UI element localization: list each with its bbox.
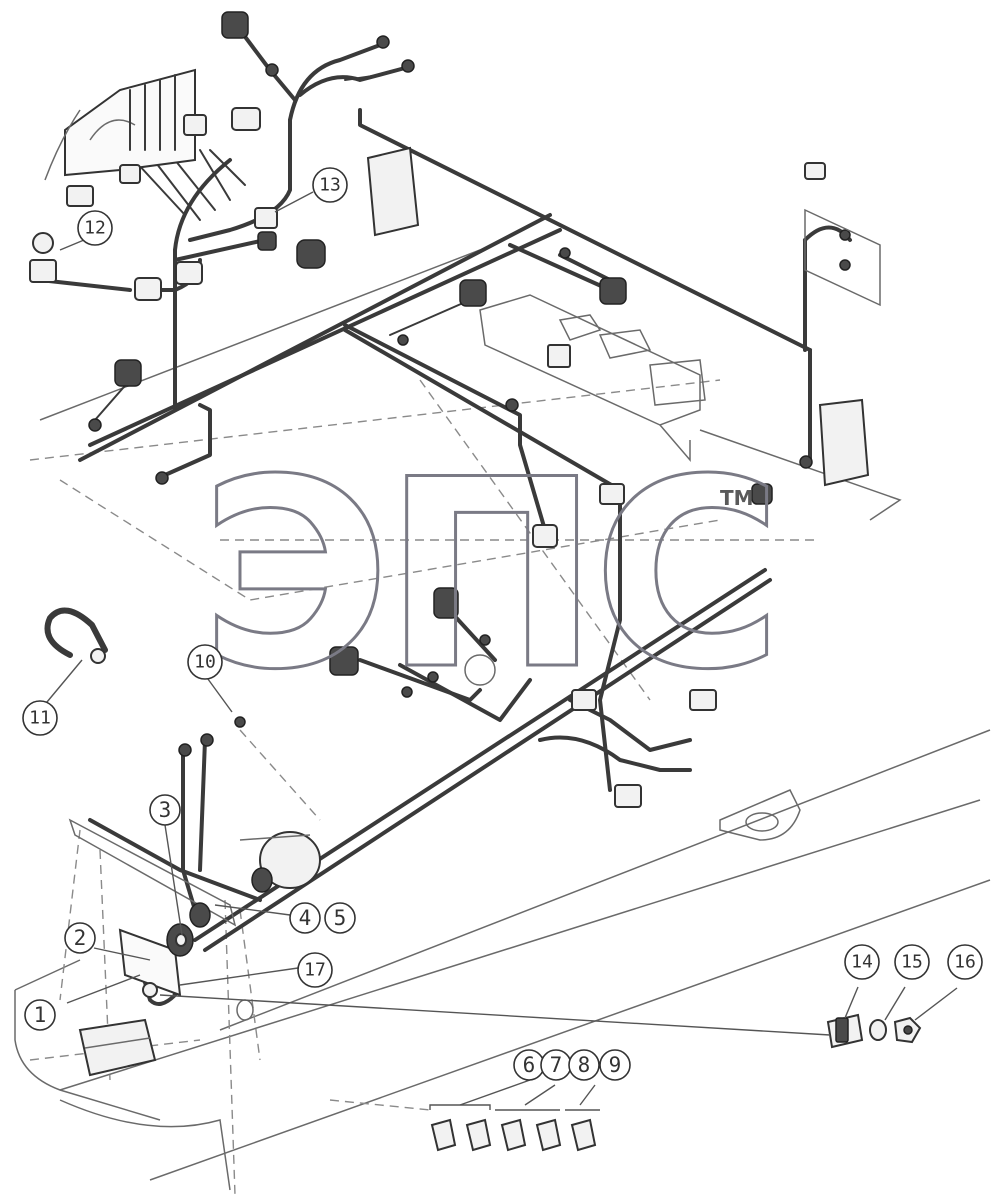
- callout-2-label: 2: [74, 926, 87, 950]
- callout-17: 17: [297, 952, 333, 988]
- callout-9-label: 9: [609, 1053, 622, 1077]
- callout-5-label: 5: [334, 906, 347, 930]
- body-outline: [14, 249, 991, 1191]
- callout-7-label: 7: [550, 1053, 563, 1077]
- watermark-text: ЭПС: [200, 425, 775, 727]
- callout-3: 3: [149, 794, 181, 826]
- callout-15-label: 15: [901, 952, 923, 973]
- callout-12: 12: [77, 210, 113, 246]
- callout-12-label: 12: [84, 218, 106, 239]
- callout-4: 4: [289, 902, 321, 934]
- callout-16: 16: [947, 944, 983, 980]
- callout-10: 10: [187, 644, 223, 680]
- callout-14-label: 14: [851, 952, 873, 973]
- callout-9: 9: [599, 1049, 631, 1081]
- callout-1-label: 1: [34, 1003, 47, 1027]
- relay-bracket: [479, 294, 706, 463]
- callout-6-label: 6: [523, 1053, 536, 1077]
- callout-4-label: 4: [299, 906, 312, 930]
- callout-7: 7: [540, 1049, 572, 1081]
- motor: [239, 831, 321, 893]
- callout-1: 1: [24, 999, 56, 1031]
- callout-16-label: 16: [954, 952, 976, 973]
- watermark: ЭПС TM: [199, 424, 785, 729]
- callout-8: 8: [568, 1049, 600, 1081]
- callout-17-label: 17: [304, 960, 326, 981]
- callout-8-label: 8: [578, 1053, 591, 1077]
- callout-14: 14: [844, 944, 880, 980]
- tail-lamps: [366, 146, 881, 487]
- connectors: [29, 11, 851, 808]
- callout-5: 5: [324, 902, 356, 934]
- callout-11: 11: [22, 700, 58, 736]
- callouts: 1 2 3 4 5 6 7 8 9 10 11 12 13 14 15 16 1…: [22, 167, 983, 1081]
- fuses: [429, 1079, 600, 1152]
- callout-13: 13: [312, 167, 348, 203]
- callout-13-label: 13: [319, 175, 341, 196]
- trademark-mark: TM: [720, 486, 754, 510]
- callout-2: 2: [64, 922, 96, 954]
- fasteners: [159, 994, 922, 1049]
- callout-15: 15: [894, 944, 930, 980]
- front-bracket: [68, 818, 254, 1077]
- instrument-cluster: [44, 68, 196, 181]
- callout-11-label: 11: [29, 708, 51, 729]
- callout-6: 6: [513, 1049, 545, 1081]
- callout-10-label: 10: [194, 652, 216, 673]
- callout-3-label: 3: [159, 798, 172, 822]
- hose-clamp: [44, 607, 108, 664]
